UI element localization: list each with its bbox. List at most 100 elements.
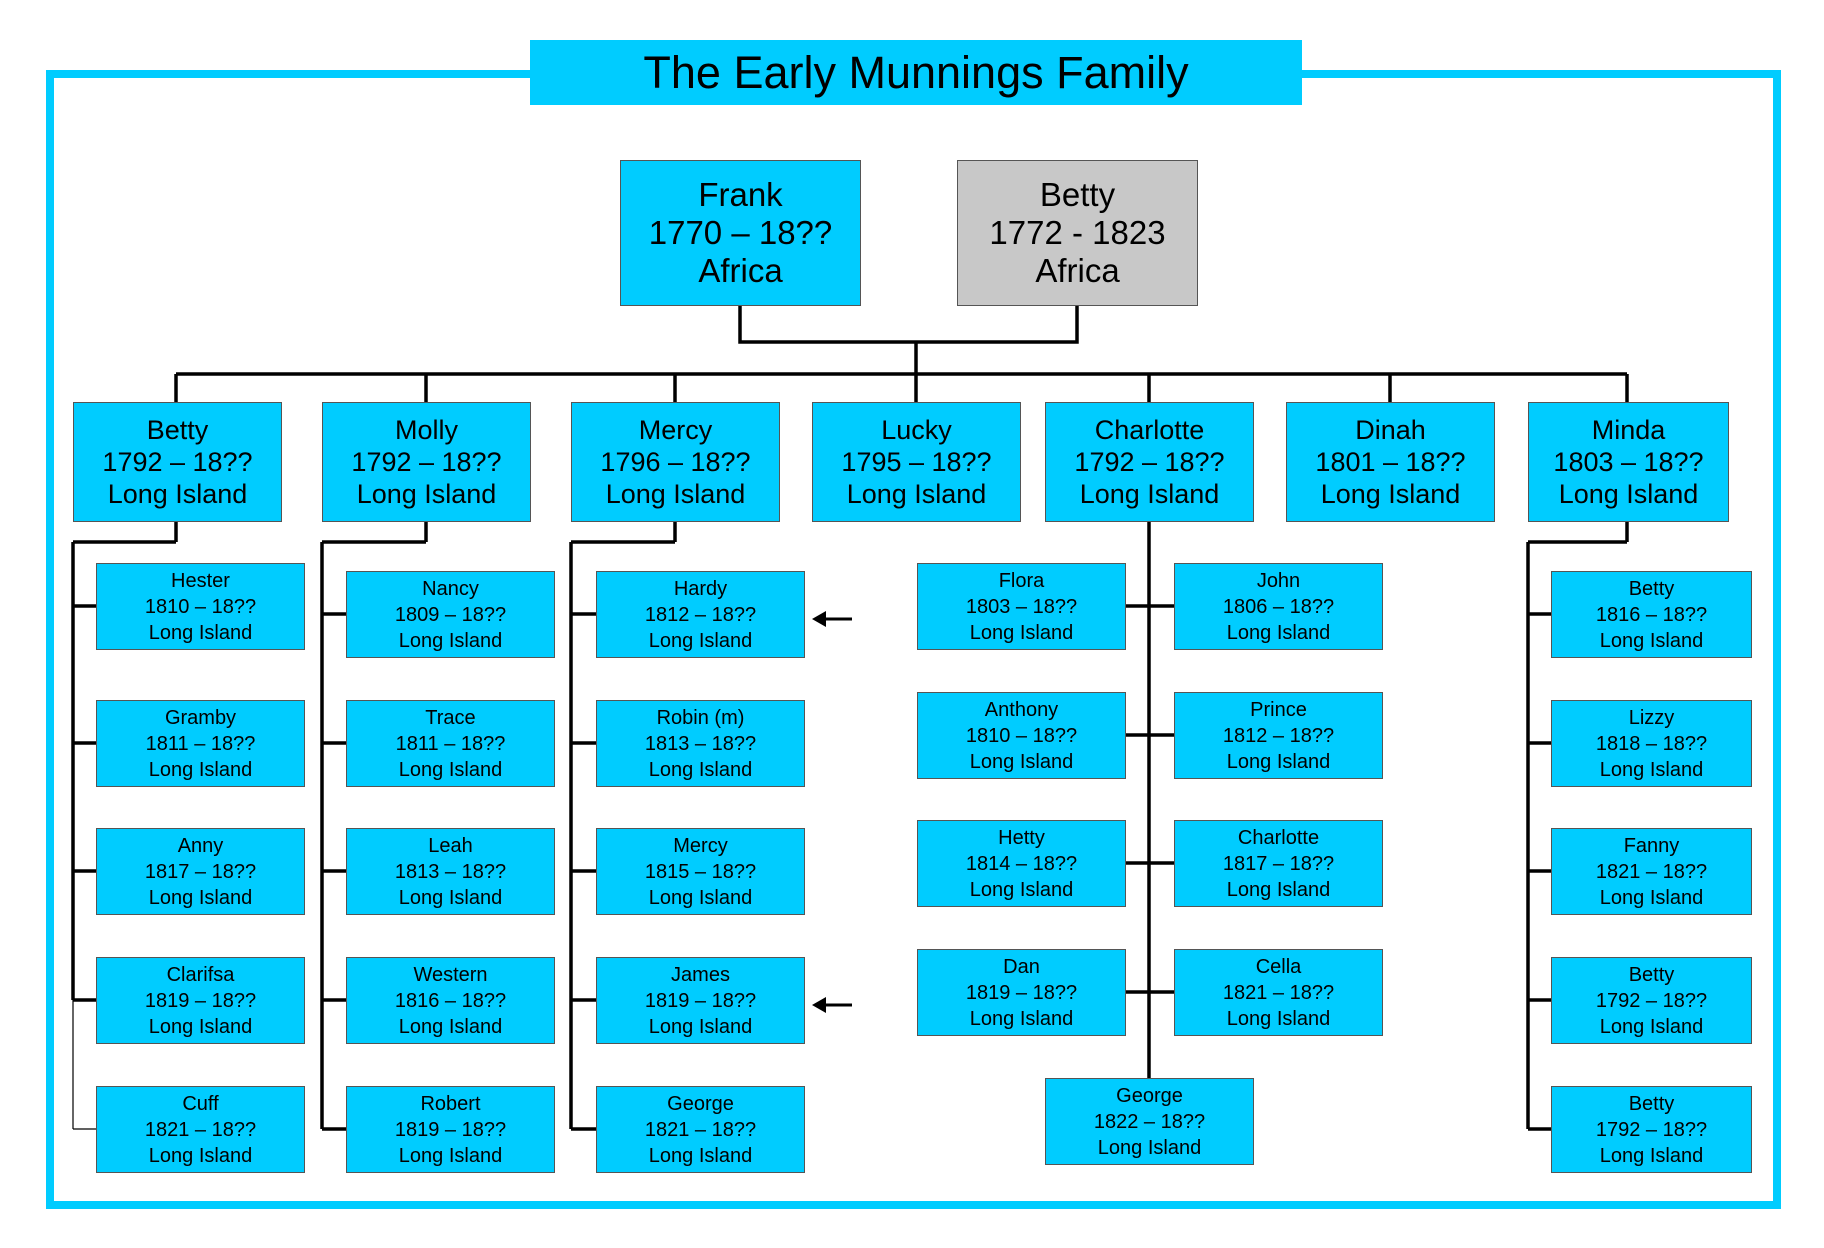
grandchild-box-charlotte: Flora 1803 – 18?? Long Island bbox=[917, 563, 1126, 650]
person-dates: 1819 – 18?? bbox=[965, 981, 1078, 1004]
person-name: George bbox=[1116, 1084, 1183, 1107]
person-name: Nancy bbox=[422, 577, 479, 600]
person-dates: 1792 – 18?? bbox=[1074, 447, 1225, 477]
person-place: Long Island bbox=[148, 1144, 253, 1167]
person-place: Long Island bbox=[1599, 629, 1704, 652]
person-dates: 1810 – 18?? bbox=[965, 724, 1078, 747]
person-dates: 1814 – 18?? bbox=[965, 852, 1078, 875]
person-dates: 1809 – 18?? bbox=[394, 603, 507, 626]
person-dates: 1821 – 18?? bbox=[1222, 981, 1335, 1004]
person-name: Betty bbox=[1628, 963, 1675, 986]
person-place: Long Island bbox=[148, 621, 253, 644]
person-name: Charlotte bbox=[1094, 415, 1205, 445]
person-place: Long Island bbox=[1599, 886, 1704, 909]
person-dates: 1821 – 18?? bbox=[144, 1118, 257, 1141]
person-name: Betty bbox=[1628, 1092, 1675, 1115]
person-dates: 1770 – 18?? bbox=[648, 214, 833, 251]
person-place: Long Island bbox=[969, 621, 1074, 644]
person-dates: 1792 – 18?? bbox=[1595, 1118, 1708, 1141]
grandchild-box-minda: Betty 1816 – 18?? Long Island bbox=[1551, 571, 1752, 658]
person-dates: 1796 – 18?? bbox=[600, 447, 751, 477]
person-name: Cella bbox=[1255, 955, 1302, 978]
person-dates: 1811 – 18?? bbox=[395, 732, 506, 755]
person-name: Minda bbox=[1591, 415, 1666, 445]
person-name: Anny bbox=[177, 834, 224, 857]
person-place: Long Island bbox=[107, 479, 248, 509]
person-name: Mercy bbox=[638, 415, 713, 445]
person-place: Long Island bbox=[969, 1007, 1074, 1030]
person-place: Long Island bbox=[846, 479, 987, 509]
person-name: Betty bbox=[146, 415, 209, 445]
person-place: Long Island bbox=[1558, 479, 1699, 509]
person-place: Long Island bbox=[648, 758, 753, 781]
person-name: Robert bbox=[420, 1092, 481, 1115]
person-dates: 1772 - 1823 bbox=[989, 214, 1166, 251]
person-name: James bbox=[671, 963, 730, 986]
person-name: Molly bbox=[394, 415, 458, 445]
person-place: Long Island bbox=[1320, 479, 1461, 509]
person-place: Long Island bbox=[148, 1015, 253, 1038]
person-dates: 1821 – 18?? bbox=[644, 1118, 757, 1141]
person-name: Dinah bbox=[1355, 415, 1426, 445]
person-name: Lucky bbox=[881, 415, 952, 445]
grandchild-box-molly: Leah 1813 – 18?? Long Island bbox=[346, 828, 555, 915]
person-name: Hardy bbox=[673, 577, 728, 600]
person-place: Long Island bbox=[398, 758, 503, 781]
person-place: Long Island bbox=[1599, 758, 1704, 781]
person-place: Long Island bbox=[648, 1015, 753, 1038]
parent-couple-line bbox=[738, 306, 1079, 344]
person-dates: 1821 – 18?? bbox=[1595, 860, 1708, 883]
person-name: George bbox=[667, 1092, 734, 1115]
person-place: Long Island bbox=[1079, 479, 1220, 509]
person-name: Lizzy bbox=[1628, 706, 1675, 729]
person-place: Africa bbox=[698, 252, 783, 289]
person-place: Long Island bbox=[1226, 621, 1331, 644]
grandchild-box-minda: Betty 1792 – 18?? Long Island bbox=[1551, 957, 1752, 1044]
person-name: Fanny bbox=[1623, 834, 1680, 857]
person-name: Leah bbox=[428, 834, 473, 857]
person-dates: 1792 – 18?? bbox=[1595, 989, 1708, 1012]
person-dates: 1803 – 18?? bbox=[1553, 447, 1704, 477]
grandchild-box-mercy: Robin (m)1813 – 18??Long Island bbox=[596, 700, 805, 787]
person-dates: 1819 – 18?? bbox=[394, 1118, 507, 1141]
person-dates: 1816 – 18?? bbox=[1595, 603, 1708, 626]
person-dates: 1812 – 18?? bbox=[1222, 724, 1335, 747]
person-name: Betty bbox=[1628, 577, 1675, 600]
person-name: Flora bbox=[998, 569, 1045, 592]
person-place: Long Island bbox=[398, 886, 503, 909]
person-dates: 1818 – 18?? bbox=[1595, 732, 1708, 755]
person-dates: 1812 – 18?? bbox=[644, 603, 757, 626]
person-name: Robin (m) bbox=[656, 706, 745, 729]
person-place: Long Island bbox=[1599, 1015, 1704, 1038]
person-dates: 1801 – 18?? bbox=[1315, 447, 1466, 477]
person-place: Africa bbox=[1035, 252, 1120, 289]
person-dates: 1811 – 18?? bbox=[145, 732, 256, 755]
person-dates: 1813 – 18?? bbox=[394, 860, 507, 883]
person-name: Hester bbox=[171, 569, 230, 592]
person-dates: 1815 – 18?? bbox=[644, 860, 757, 883]
person-dates: 1795 – 18?? bbox=[841, 447, 992, 477]
person-name: Hetty bbox=[998, 826, 1045, 849]
person-dates: 1803 – 18?? bbox=[965, 595, 1078, 618]
person-name: John bbox=[1256, 569, 1301, 592]
person-name: Cuff bbox=[182, 1092, 219, 1115]
